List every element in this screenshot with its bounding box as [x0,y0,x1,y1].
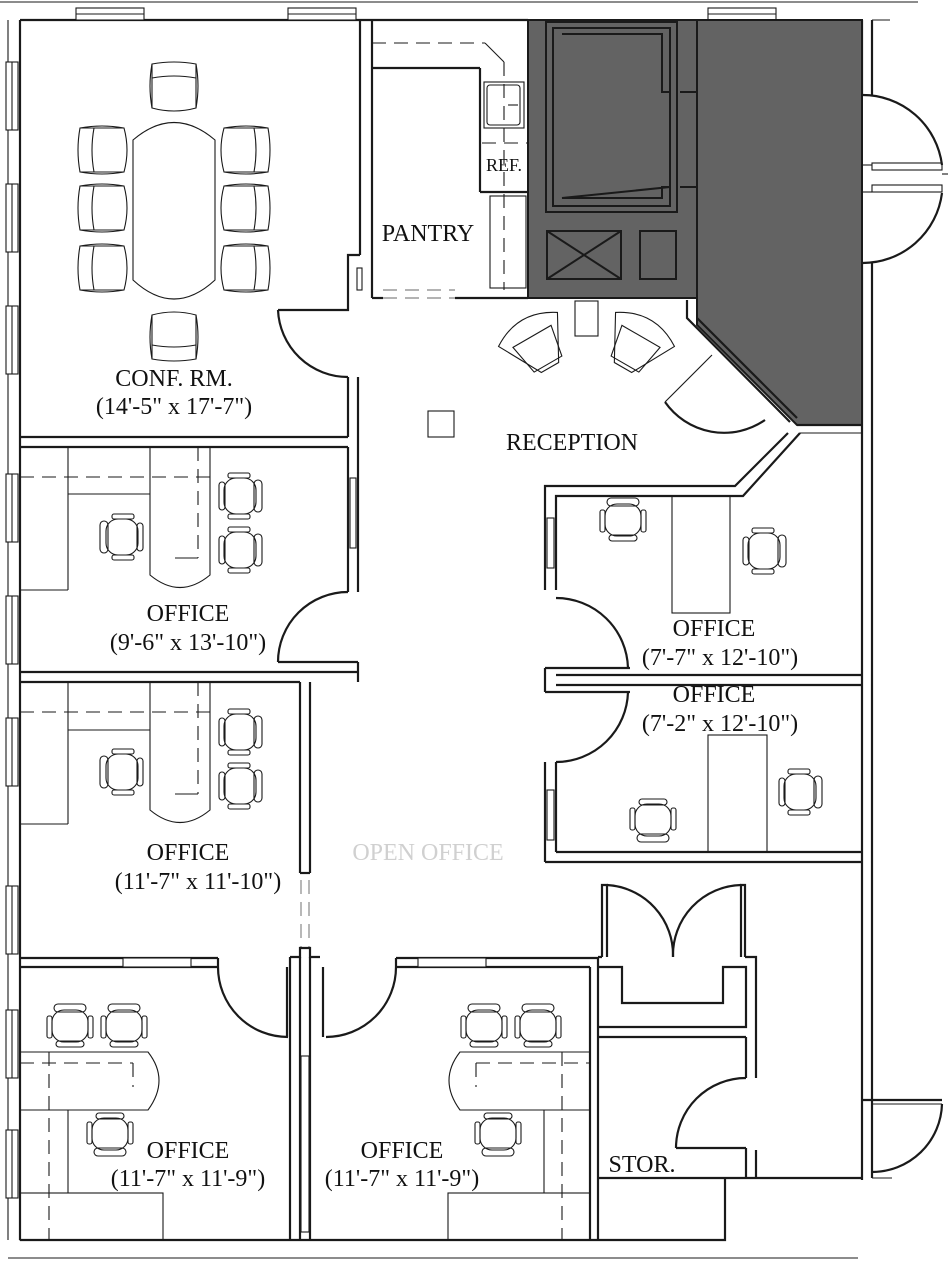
room-office-east-2: OFFICE (7'-2" x 12'-10") [543,682,862,864]
room-office-south-2: OFFICE (11'-7" x 11'-9") [308,956,600,1241]
room-reception: RECEPTION [427,300,862,590]
building-core [527,19,863,426]
room-name: OFFICE [673,682,756,708]
room-size: (11'-7" x 11'-10") [115,869,281,895]
room-office-south-1: OFFICE (11'-7" x 11'-9") [19,946,320,1241]
room-size: (14'-5" x 17'-7") [96,394,252,420]
room-office-west-2: OFFICE (11'-7" x 11'-10") [20,680,312,948]
exterior-door-southeast[interactable] [862,1098,944,1179]
room-name: RECEPTION [506,430,638,456]
room-name: OFFICE [147,1138,230,1164]
room-size: (11'-7" x 11'-9") [111,1166,265,1192]
fixture-label: REF. [486,155,522,175]
room-name: OFFICE [673,616,756,642]
room-name: OFFICE [361,1138,444,1164]
room-storage: STOR. [598,883,758,1242]
room-size: (9'-6" x 13'-10") [110,630,266,656]
room-name: CONF. RM. [115,366,232,392]
room-name: STOR. [609,1152,676,1178]
room-office-east-1: OFFICE (7'-7" x 12'-10") [543,495,862,692]
room-pantry: REF. PANTRY [372,42,528,300]
room-name: OFFICE [147,840,230,866]
room-name-open-office: OPEN OFFICE [352,840,503,866]
room-name: OFFICE [147,601,230,627]
room-conference: CONF. RM. (14'-5" x 17'-7") [20,20,374,445]
room-size: (7'-7" x 12'-10") [642,645,798,671]
room-size: (7'-2" x 12'-10") [642,711,798,737]
room-name: PANTRY [382,221,474,247]
entry-doors-east[interactable] [861,93,948,265]
room-size: (11'-7" x 11'-9") [325,1166,479,1192]
windows-left [5,61,19,1199]
windows-top [75,7,777,21]
room-office-west-1: OFFICE (9'-6" x 13'-10") [20,445,360,682]
